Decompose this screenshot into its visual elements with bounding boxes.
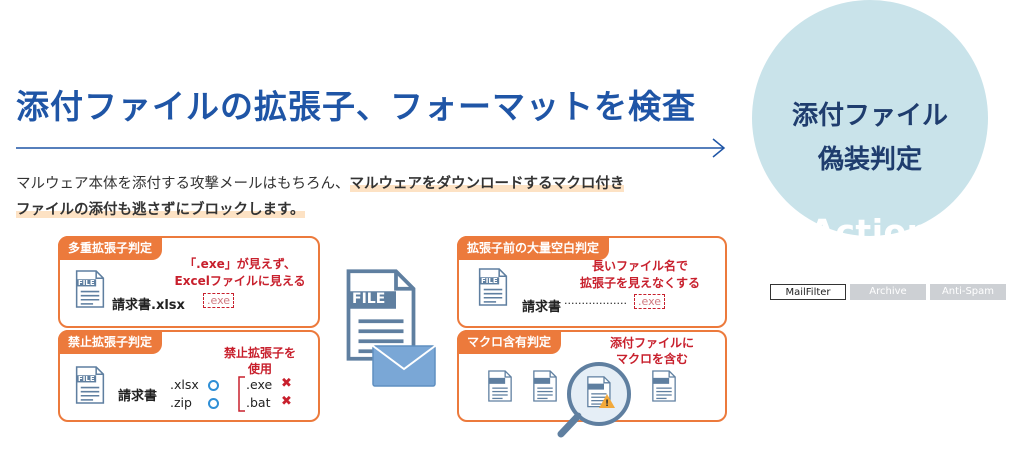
macro-note: 添付ファイルに マクロを含む (592, 335, 712, 367)
double-extension-note-line1: 「.exe」が見えず、 (184, 257, 296, 271)
file-icon-label: FILE (481, 277, 498, 285)
macro-note-line1: 添付ファイルに (609, 336, 694, 350)
tag-anti-spam: Anti-Spam (930, 284, 1006, 300)
blank-space-dots: .................. (564, 294, 627, 307)
blocked-bracket (238, 376, 245, 412)
lead-line-2-highlight: ファイルの添付も逃さずにブロックします。 (16, 202, 305, 218)
panel-macro-label: マクロ含有判定 (457, 330, 562, 354)
file-icon-label: FILE (78, 375, 95, 383)
lead-line-1-highlight: マルウェアをダウンロードするマクロ付き (349, 176, 625, 192)
lead-line-1: マルウェア本体を添付する攻撃メールはもちろん、マルウェアをダウンロードするマクロ… (16, 172, 625, 193)
page-title: 添付ファイルの拡張子、フォーマットを検査 (16, 87, 696, 126)
lead-line-2: ファイルの添付も逃さずにブロックします。 (16, 198, 305, 219)
product-subtitle: Action (809, 212, 931, 251)
double-extension-hidden-ext: .exe (203, 293, 235, 308)
tag-archive: Archive (850, 284, 926, 300)
file-icon (75, 270, 105, 308)
product-title-line1: 添付ファイル (791, 101, 948, 131)
blocked-cross-icon: ✖ (281, 376, 292, 391)
allowed-ext-1: .xlsx (170, 377, 199, 392)
panel-blank-space-label: 拡張子前の大量空白判定 (457, 236, 610, 260)
blank-space-note-line1: 長いファイル名で (591, 259, 688, 273)
blocked-ext-2: .bat (246, 395, 271, 410)
forbidden-extension-note-line2: 使用 (247, 362, 272, 376)
file-icon (488, 370, 512, 402)
title-underline-arrow (16, 138, 726, 158)
magnifier-icon: ! (557, 362, 631, 438)
blocked-cross-icon: ✖ (281, 394, 292, 409)
file-icon (652, 370, 676, 402)
file-icon (75, 366, 105, 404)
double-extension-filename: 請求書.xlsx (112, 298, 185, 313)
double-extension-note-line2: Excelファイルに見える (174, 274, 306, 288)
blank-space-note: 長いファイル名で 拡張子を見えなくする (560, 258, 720, 292)
allowed-circle-icon (208, 398, 219, 409)
panel-forbidden-extension-label: 禁止拡張子判定 (58, 330, 163, 354)
svg-text:!: ! (605, 399, 609, 409)
panel-double-extension-label: 多重拡張子判定 (58, 236, 163, 260)
forbidden-extension-filename: 請求書 (118, 389, 158, 404)
double-extension-note: 「.exe」が見えず、 Excelファイルに見える (160, 256, 320, 290)
file-icon (533, 370, 557, 402)
blank-space-filename: 請求書 (522, 300, 562, 315)
product-circle (752, 0, 988, 236)
file-icon-label: FILE (78, 279, 95, 287)
file-icon (478, 268, 508, 306)
allowed-ext-2: .zip (170, 395, 192, 410)
forbidden-extension-note-line1: 禁止拡張子を (223, 346, 296, 360)
macro-note-line2: マクロを含む (615, 352, 688, 366)
blank-space-note-line2: 拡張子を見えなくする (579, 276, 700, 290)
forbidden-extension-note: 禁止拡張子を 使用 (215, 345, 305, 377)
product-title: 添付ファイル 偽装判定 (752, 94, 988, 182)
central-file-label: FILE (352, 291, 386, 307)
allowed-circle-icon (208, 380, 219, 391)
lead-line-1-plain: マルウェア本体を添付する攻撃メールはもちろん、 (16, 176, 350, 192)
mail-envelope-icon (372, 345, 436, 387)
tag-mailfilter: MailFilter (770, 284, 846, 300)
product-title-line2: 偽装判定 (817, 145, 922, 175)
blank-space-hidden-ext: .exe (634, 294, 666, 309)
blocked-ext-1: .exe (246, 377, 273, 392)
